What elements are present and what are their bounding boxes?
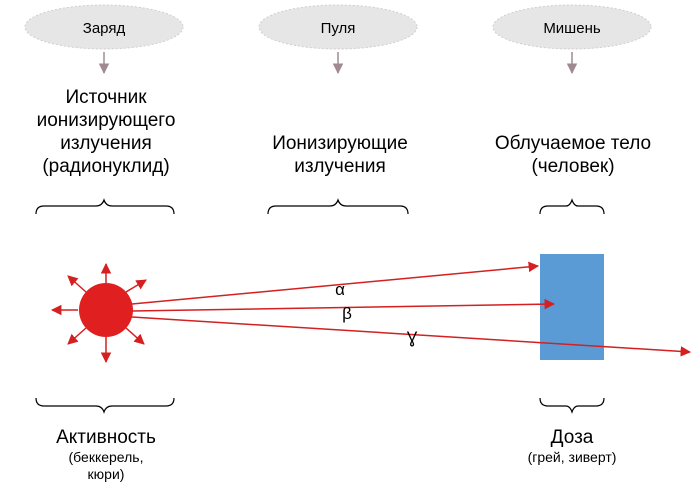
title-radiation: Ионизирующие излучения [272,133,408,177]
title-body: Облучаемое тело (человек) [495,133,651,177]
ray-beta [131,298,556,312]
ray-alpha [131,261,540,305]
brace-body [539,198,605,215]
title-source: Источник ионизирующего излучения (радион… [37,87,176,177]
activity-units-line-2: кюри) [88,466,125,482]
brace-activity [35,397,175,414]
activity-title: Активность [56,427,156,448]
oval-charge-label: Заряд [83,20,126,37]
radionuclide-source [50,262,147,364]
ray-alpha-label: α [335,280,345,299]
oval-bullet: Пуля [258,4,418,50]
dose-title: Доза [551,427,594,448]
title-body-line-2: (человек) [531,156,614,177]
title-radiation-line-2: излучения [294,156,386,177]
title-source-line-2: ионизирующего [37,110,176,131]
activity-units-line-1: (беккерель, [69,449,144,465]
brace-source [35,198,175,215]
ray-gamma [131,316,692,357]
oval-charge: Заряд [24,4,184,50]
oval-target: Мишень [492,4,652,50]
oval-bullet-label: Пуля [321,20,356,37]
brace-dose [539,397,605,414]
oval-target-label: Мишень [543,20,601,37]
brace-radiation [267,198,409,215]
title-body-line-1: Облучаемое тело [495,133,651,154]
title-source-line-3: излучения [60,133,152,154]
title-source-line-4: (радионуклид) [42,156,169,177]
ray-gamma-label: Ɣ [407,328,418,347]
title-source-line-1: Источник [65,87,147,108]
ray-beta-label: β [342,304,352,323]
title-radiation-line-1: Ионизирующие [272,133,408,154]
dose-units: (грей, зиверт) [528,449,617,465]
